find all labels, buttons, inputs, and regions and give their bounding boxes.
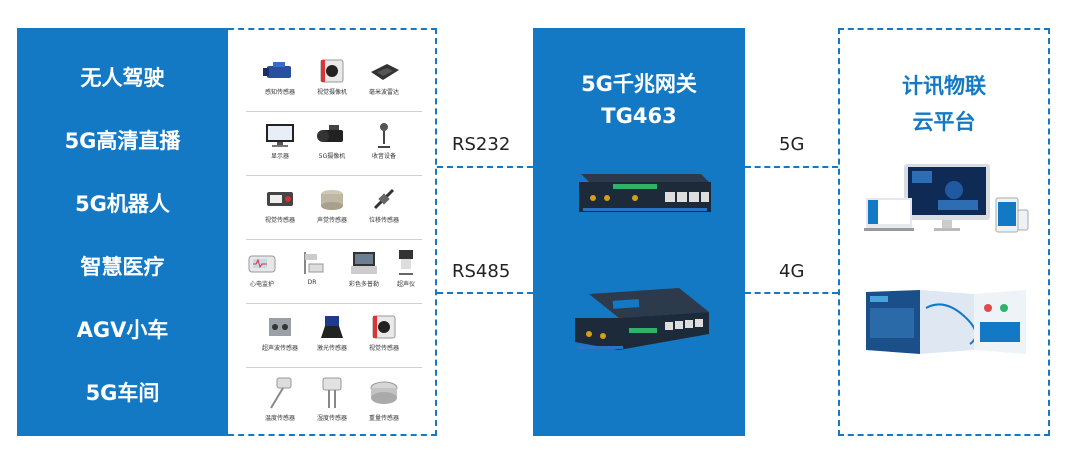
device-item: 毫米波雷达 [354, 58, 414, 96]
cloud-platform-panel: 计讯物联 云平台 [838, 28, 1050, 436]
ultrasound-icon [351, 252, 377, 274]
devices-panel: 感知传感器 视觉摄像机 毫米波雷达 显示器 5G摄像机 收音设备 视觉传感器 声… [228, 28, 437, 436]
ultrasound-cart-icon [399, 250, 413, 275]
vision-sensor-icon [267, 192, 293, 206]
device-label: 声觉传感器 [316, 217, 347, 224]
application-label: 5G高清直播 [64, 129, 181, 153]
device-label: DR [307, 279, 317, 286]
device-item: 收音设备 [354, 122, 414, 160]
device-label: 感知传感器 [264, 89, 295, 96]
temperature-sensor-icon [270, 377, 292, 409]
device-item: DR [288, 250, 336, 286]
device-item: 显示器 [250, 122, 310, 160]
device-item: 声觉传感器 [302, 186, 362, 224]
device-item: 彩色多普勒 [340, 250, 388, 288]
device-label: 超声仪 [396, 281, 415, 288]
application-label: AGV小车 [76, 318, 169, 342]
application-label: 5G车间 [85, 381, 160, 405]
ultrasonic-sensor-icon [269, 318, 291, 336]
cloud-screens-image [866, 290, 1026, 354]
device-item: 超声仪 [386, 250, 426, 288]
device-label: 位移传感器 [368, 217, 399, 224]
5g-label: 5G [779, 134, 805, 155]
device-item: 感知传感器 [250, 58, 310, 96]
rs485-connector [437, 292, 533, 294]
device-label: 毫米波雷达 [368, 89, 399, 96]
microphone-icon [378, 123, 390, 148]
displacement-sensor-icon [373, 188, 395, 210]
row-divider [246, 367, 422, 368]
application-label: 5G机器人 [75, 192, 170, 216]
gateway-device-image [575, 288, 709, 350]
application-label: 智慧医疗 [80, 255, 165, 279]
device-label: 显示器 [270, 153, 289, 160]
device-label: 视觉传感器 [368, 345, 399, 352]
device-label: 收音设备 [371, 153, 396, 160]
industrial-camera-icon [263, 62, 291, 78]
device-item: 视觉摄像机 [302, 58, 362, 96]
row-divider [246, 239, 422, 240]
device-label: 5G摄像机 [318, 153, 346, 160]
4g-label: 4G [779, 261, 805, 282]
device-label: 视觉传感器 [264, 217, 295, 224]
row-divider [246, 111, 422, 112]
gateway-panel: 5G千兆网关 TG463 [533, 28, 745, 436]
row-divider [246, 303, 422, 304]
device-item: 重量传感器 [354, 376, 414, 422]
application-label: 无人驾驶 [80, 66, 165, 90]
device-item: 5G摄像机 [302, 122, 362, 160]
4g-connector [745, 292, 838, 294]
rs485-label: RS485 [452, 261, 511, 282]
device-label: 激光传感器 [316, 345, 347, 352]
laser-sensor-icon [321, 316, 343, 338]
vision-sensor-2-icon [372, 315, 396, 339]
row-divider [246, 175, 422, 176]
device-item: 湿度传感器 [302, 376, 362, 422]
device-item: 超声波传感器 [250, 314, 310, 352]
weight-sensor-icon [370, 381, 398, 404]
device-label: 温度传感器 [264, 415, 295, 422]
monitor-icon [266, 124, 294, 147]
device-item: 激光传感器 [302, 314, 362, 352]
sound-sensor-icon [321, 190, 343, 210]
device-label: 超声波传感器 [261, 345, 298, 352]
device-label: 视觉摄像机 [316, 89, 347, 96]
device-item: 视觉传感器 [250, 186, 310, 224]
device-item: 心电监护 [238, 250, 286, 288]
video-camera-icon [317, 125, 343, 142]
device-label: 重量传感器 [368, 415, 399, 422]
device-label: 心电监护 [249, 281, 274, 288]
xray-icon [304, 252, 324, 274]
gateway-model: TG463 [601, 104, 677, 128]
rs232-connector [437, 166, 533, 168]
vision-camera-icon [320, 59, 344, 83]
gateway-title: 5G千兆网关 [581, 72, 697, 96]
radar-icon [371, 64, 399, 80]
rs232-label: RS232 [452, 134, 511, 155]
applications-panel: 无人驾驶 5G高清直播 5G机器人 智慧医疗 AGV小车 5G车间 [17, 28, 228, 436]
device-item: 位移传感器 [354, 186, 414, 224]
5g-connector [745, 166, 838, 168]
ecg-monitor-icon [248, 255, 276, 273]
humidity-sensor-icon [322, 377, 342, 408]
cloud-subtitle: 云平台 [912, 110, 976, 134]
device-item: 视觉传感器 [354, 314, 414, 352]
device-label: 湿度传感器 [316, 415, 347, 422]
cloud-dashboard-image [864, 164, 1029, 233]
cloud-title: 计讯物联 [902, 74, 986, 98]
device-label: 彩色多普勒 [348, 281, 379, 288]
gateway-device-image [579, 174, 711, 212]
device-item: 温度传感器 [250, 376, 310, 422]
